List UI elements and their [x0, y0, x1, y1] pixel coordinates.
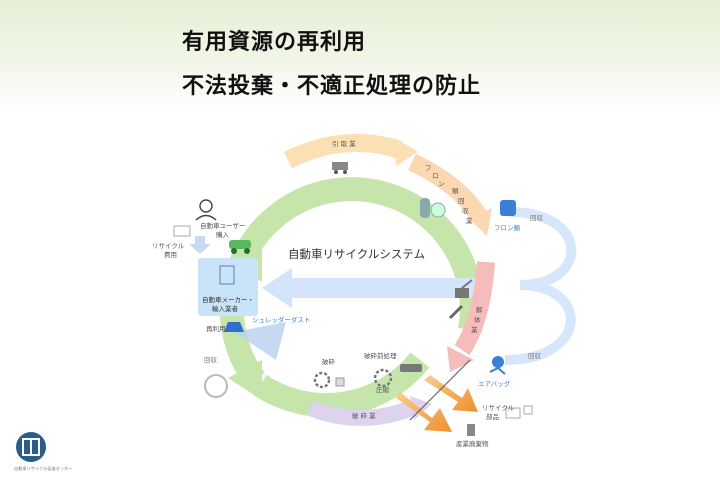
maker-box [198, 258, 258, 316]
logo-caption: 自動車リサイクル促進センター [14, 465, 72, 472]
trash-icon [467, 424, 475, 436]
main-loop-bottom [253, 352, 430, 417]
freon-char-5: 回 [458, 197, 465, 205]
airbag-icon [489, 356, 506, 375]
car-body-icon [400, 364, 422, 372]
airbag-return-loop [504, 280, 576, 365]
freon-arrowhead [468, 208, 492, 236]
industrial-waste-label: 産業廃棄物 [456, 439, 489, 448]
parts-icon [505, 407, 521, 419]
building-icon [219, 265, 235, 285]
excavator-icon [455, 279, 473, 298]
hikitori-arrowhead [395, 138, 418, 166]
truck-icon [332, 162, 348, 174]
freon-return-loop [509, 207, 577, 290]
wrench-icon [448, 304, 464, 320]
hikitori-label: 引 取 業 [332, 139, 356, 148]
freon-char-3: ン [438, 180, 445, 188]
card-icon [173, 225, 191, 237]
cog-icon [373, 368, 393, 388]
waste-arrow-2 [396, 392, 452, 432]
kaitai-band [454, 261, 495, 355]
press-icon [335, 377, 345, 387]
crushing-label: 破砕 [322, 357, 336, 366]
airbag-label: エアバッグ [478, 379, 511, 388]
recycle-parts-label-2: 部品 [486, 412, 499, 421]
title-line-1: 有用資源の再利用 [182, 30, 367, 55]
center-label: 自動車リサイクルシステム [288, 247, 425, 261]
header-band [0, 0, 720, 110]
pre-crush-label: 破砕前処理 [364, 351, 397, 360]
hasai-band [307, 400, 415, 426]
press-label: 圧縮 [376, 385, 390, 394]
freon-char-4: 類 [452, 186, 459, 195]
kaitai-arrowhead [447, 346, 474, 372]
waste-arrow-1 [424, 375, 478, 412]
gear-icon [313, 371, 331, 389]
freon-char-7: 業 [466, 216, 473, 225]
divider-line [409, 359, 471, 421]
kaitai-char-1: 解 [476, 305, 483, 314]
recycle-parts-label-1: リサイクル [482, 404, 515, 412]
logo-icon [16, 432, 46, 462]
shredder-dust-label: シュレッダーダスト [252, 315, 310, 324]
bell-icon [224, 322, 244, 332]
kaitai-char-2: 体 [474, 315, 481, 324]
title-line-2: 不法投棄・不適正処理の防止 [182, 74, 482, 99]
freon-char-6: 収 [462, 207, 469, 215]
hikitori-band [284, 133, 403, 169]
inner-arrow-head [262, 268, 292, 308]
user-icon [195, 199, 217, 221]
reuse-label: 再利用 [206, 324, 226, 333]
collection-loop [504, 207, 577, 365]
freon-gas-label: フロン類 [494, 223, 521, 232]
box-icon [523, 405, 533, 415]
user-label: 自動車ユーザー [200, 221, 245, 230]
fee-label-1: リサイクル [152, 242, 185, 250]
freon-char-1: フ [425, 164, 432, 172]
inner-arrow-body [290, 278, 490, 298]
maker-label-2: 輸入業者 [212, 304, 239, 313]
purchase-label: 購入 [216, 230, 230, 239]
fee-arrow [189, 236, 211, 254]
shredder-dust-fan [234, 322, 286, 360]
kaitai-char-3: 業 [471, 325, 478, 334]
main-loop-arrowhead [228, 360, 262, 400]
car-icon [229, 240, 251, 254]
gas-cylinder-icon [420, 198, 446, 218]
gas-tank-icon [500, 200, 516, 216]
fee-label-2: 費用 [164, 250, 177, 259]
freon-band [408, 153, 486, 220]
maker-label-1: 自動車メーカー・ [202, 295, 254, 304]
hasai-label: 破 砕 業 [352, 411, 376, 420]
collection-label-right-1: 回収 [530, 214, 544, 222]
recycle-icon [204, 374, 228, 398]
freon-char-2: ロ [432, 172, 439, 180]
collection-label-left: 回収 [204, 356, 218, 364]
collection-label-right-2: 回収 [528, 352, 542, 360]
